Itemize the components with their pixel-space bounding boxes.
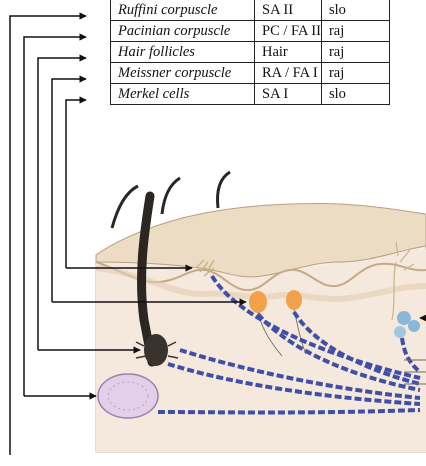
meissner-corpuscle <box>249 291 267 313</box>
hair-follicle <box>144 334 168 366</box>
hair-strand <box>162 178 180 214</box>
meissner-corpuscle <box>286 290 302 310</box>
hair-strand <box>112 186 138 228</box>
merkel-cell <box>408 320 420 332</box>
pacinian-corpuscle <box>98 374 158 418</box>
arrow-hair <box>38 58 86 350</box>
arrow-pacinian <box>24 37 86 396</box>
hair-strand <box>218 172 231 208</box>
arrow-ruffini <box>10 16 86 455</box>
arrow-merkel <box>66 100 86 268</box>
merkel-cell <box>394 326 406 338</box>
